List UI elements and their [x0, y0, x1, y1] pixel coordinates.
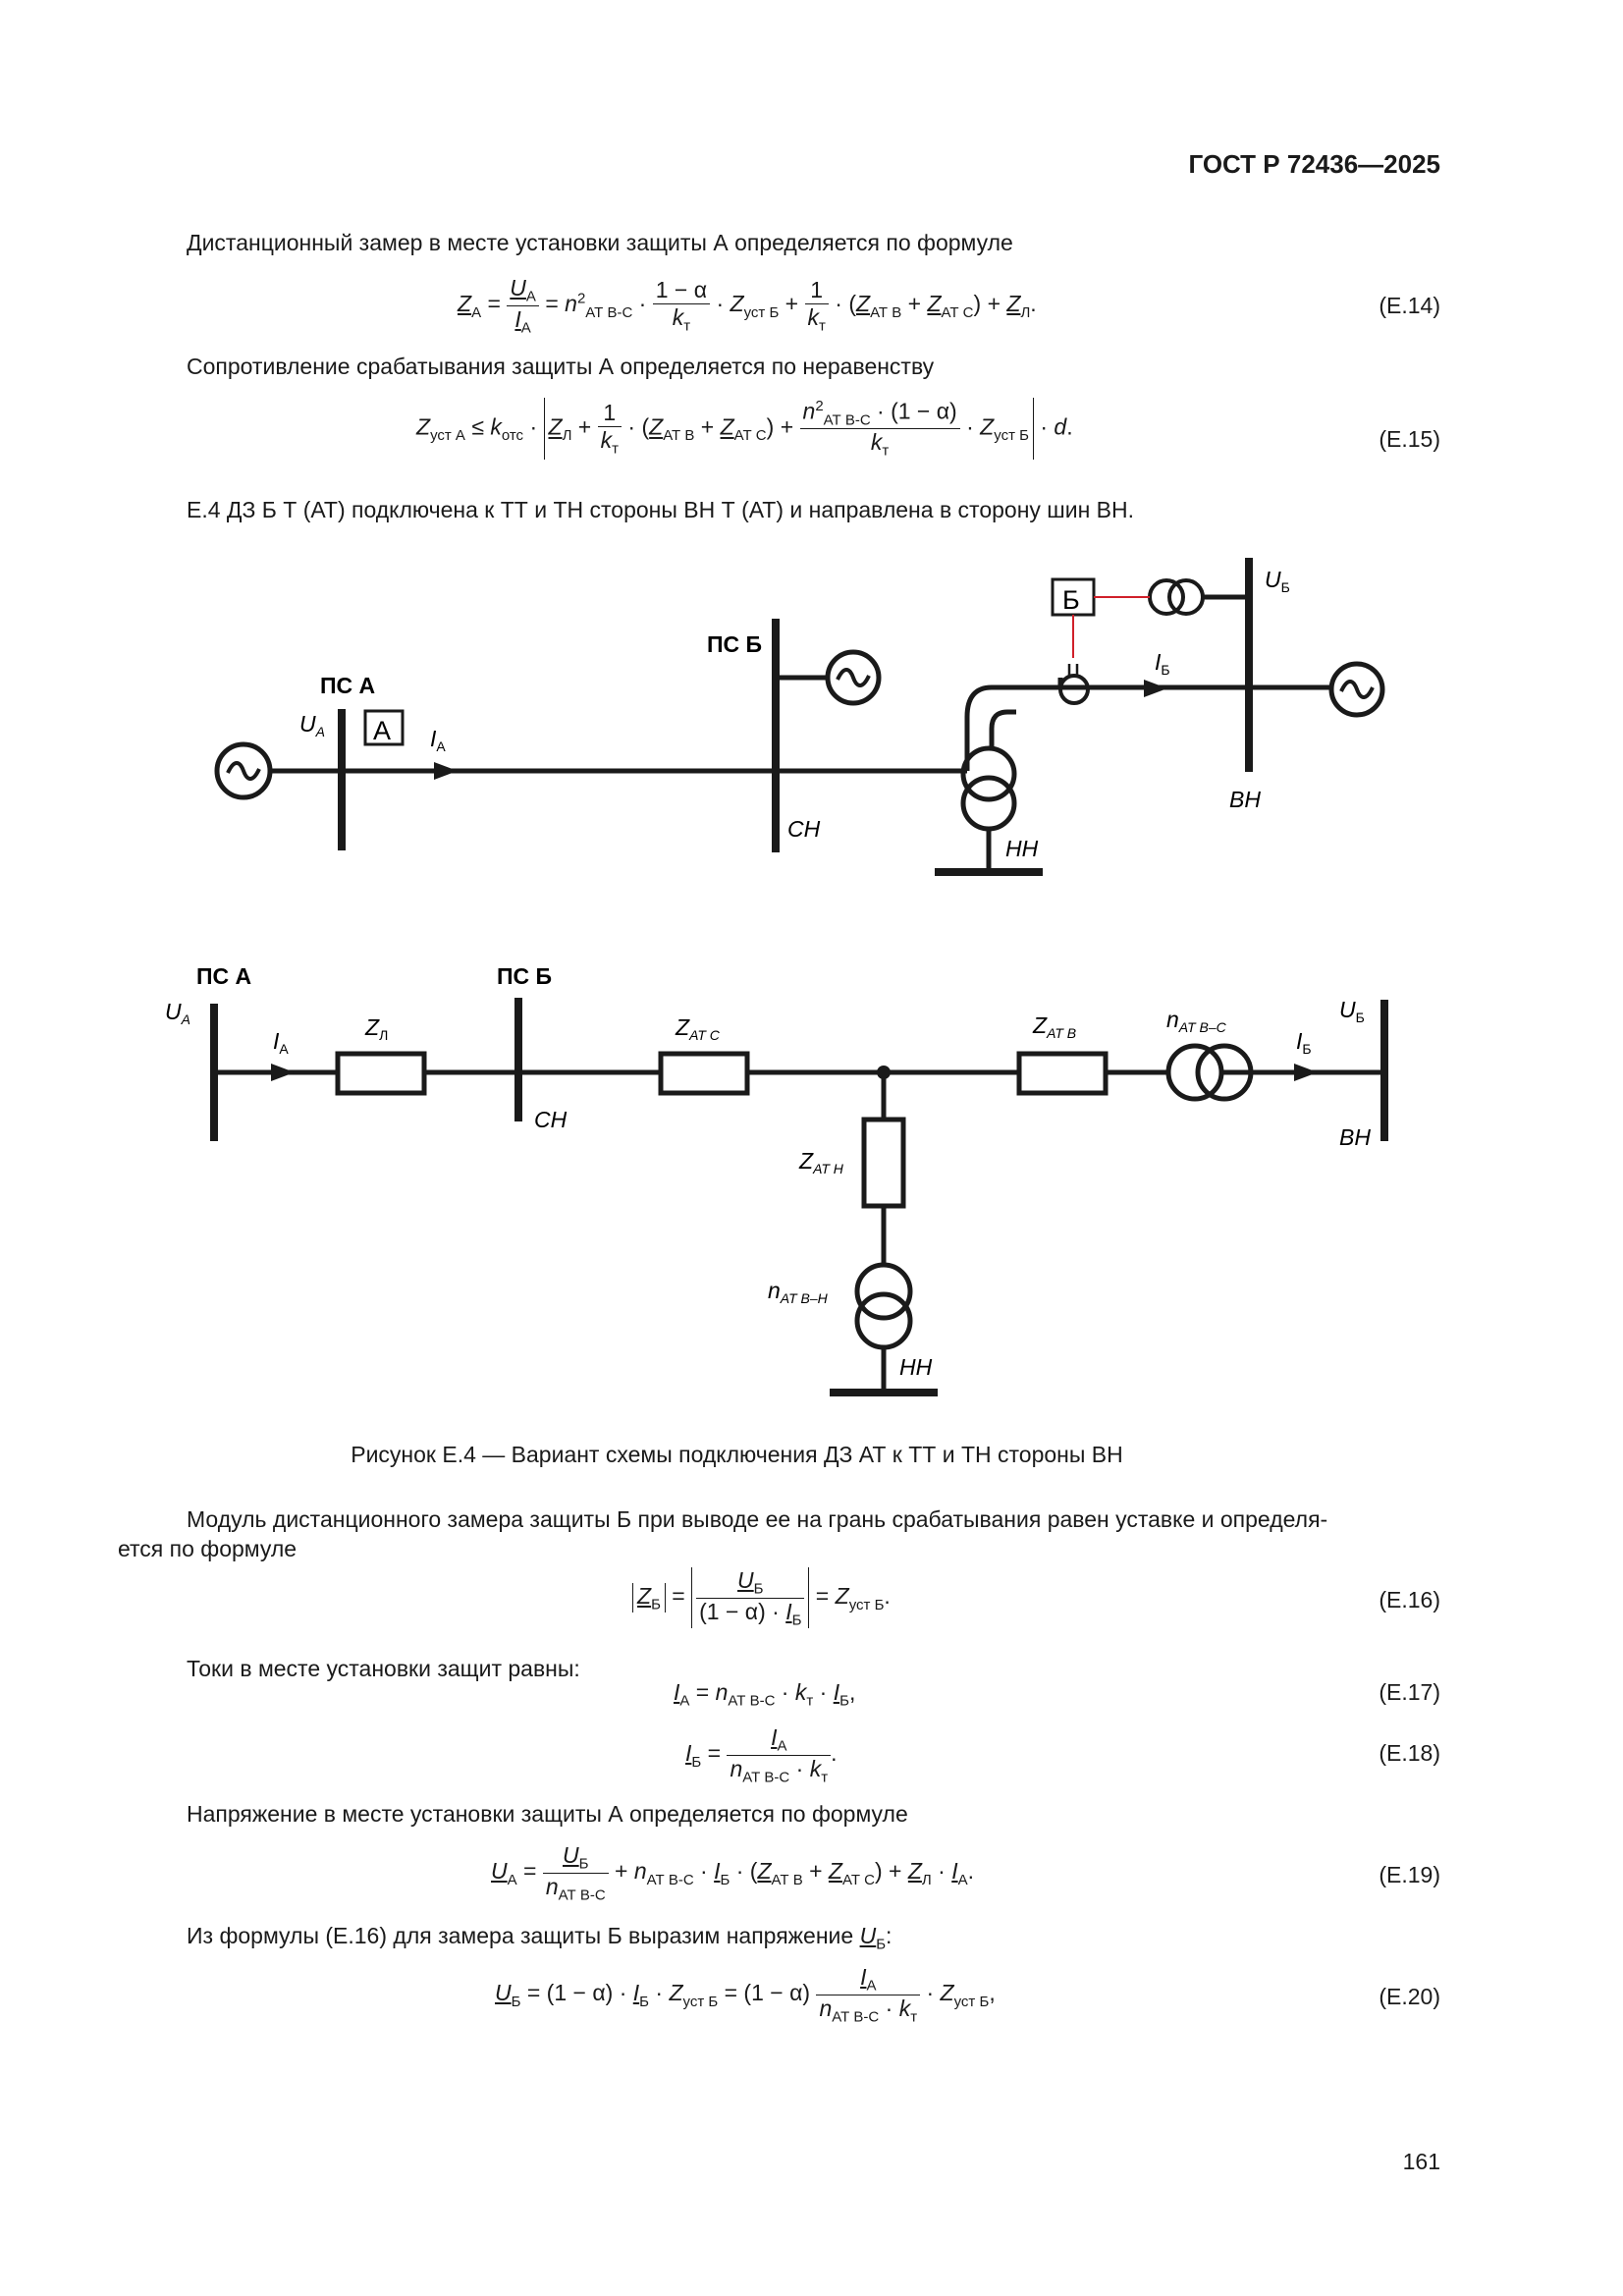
label-sn-top: СН — [787, 816, 821, 842]
equation-number-e16: (Е.16) — [1379, 1587, 1440, 1613]
label-ps-b-top: ПС Б — [707, 631, 762, 657]
schematic-top: ПС А ПС Б А Б UА IА IБ UБ СН НН ВН — [214, 558, 1385, 876]
label-z-atc: ZAT C — [675, 1014, 721, 1043]
impedance-z-atc — [658, 1051, 750, 1096]
paragraph-1: Дистанционный замер в месте установки за… — [187, 230, 1013, 255]
standard-header: ГОСТ Р 72436—2025 — [1188, 149, 1440, 179]
equation-number-e18: (Е.18) — [1379, 1740, 1440, 1766]
transformer-top-circle — [960, 745, 1017, 802]
label-u-b-top: UБ — [1265, 567, 1290, 595]
label-z-ath: ZAT H — [798, 1148, 844, 1176]
equation-e16: ZБ = UБ(1 − α) · IБ = Zуст Б. — [632, 1567, 891, 1629]
paragraph-5: Токи в месте установки защит равны: — [187, 1656, 580, 1681]
relay-a-box — [363, 709, 405, 746]
label-z-l: ZЛ — [364, 1014, 388, 1043]
label-i-b-top: IБ — [1155, 649, 1170, 678]
generator-c-icon — [1328, 661, 1385, 718]
paragraph-7: Из формулы (Е.16) для замера защиты Б вы… — [187, 1923, 893, 1953]
label-z-atb: ZAT B — [1032, 1012, 1076, 1041]
label-ps-a-bottom: ПС А — [196, 963, 251, 989]
equation-number-e14: (Е.14) — [1379, 293, 1440, 318]
label-vn-bottom: ВН — [1339, 1124, 1371, 1150]
label-nn-top: НН — [1005, 836, 1039, 861]
equation-number-e19: (Е.19) — [1379, 1862, 1440, 1887]
generator-b-icon — [825, 649, 882, 706]
equation-e17: IА = nАТ В-С · kт · IБ, — [674, 1679, 856, 1710]
equation-number-e17: (Е.17) — [1379, 1679, 1440, 1705]
schematic-bottom: ПС А ПС Б UА IА ZЛ ZAT C ZAT B nAT B–C U… — [165, 963, 1388, 1396]
label-i-a-bottom: IА — [273, 1028, 289, 1057]
paragraph-4-line-2: ется по формуле — [118, 1536, 298, 1561]
label-nn-bottom: НН — [899, 1354, 933, 1380]
label-vn-top: ВН — [1229, 787, 1261, 812]
impedance-z-atb — [1016, 1051, 1109, 1096]
label-n-atbc: nAT B–C — [1166, 1007, 1227, 1035]
paragraph-3: Е.4 ДЗ Б Т (АТ) подключена к ТТ и ТН сто… — [187, 497, 1135, 522]
paragraph-6: Напряжение в месте установки защиты А оп… — [187, 1801, 908, 1827]
page-number: 161 — [1402, 2149, 1440, 2174]
label-relay-b: Б — [1062, 585, 1080, 615]
junction-node — [877, 1066, 891, 1079]
label-u-a-top: UА — [299, 711, 325, 739]
label-sn-bottom: СН — [534, 1107, 568, 1132]
label-ps-a-top: ПС А — [320, 673, 375, 698]
label-u-b-bottom: UБ — [1339, 997, 1365, 1025]
paragraph-2: Сопротивление срабатывания защиты А опре… — [187, 354, 935, 379]
label-relay-a: А — [373, 716, 391, 745]
impedance-z-l — [335, 1051, 427, 1096]
label-ps-b-bottom: ПС Б — [497, 963, 552, 989]
current-transformer-icon — [1058, 674, 1090, 705]
label-n-atbh: nAT B–H — [768, 1278, 829, 1306]
impedance-z-ath — [861, 1117, 906, 1209]
label-i-b-bottom: IБ — [1296, 1028, 1312, 1057]
equation-number-e15: (Е.15) — [1379, 426, 1440, 452]
figure-caption: Рисунок Е.4 — Вариант схемы подключения … — [351, 1442, 1123, 1467]
label-i-a-top: IА — [430, 726, 446, 754]
transformer-bottom-circle — [960, 775, 1017, 832]
label-u-a-bottom: UА — [165, 999, 190, 1027]
paragraph-4-line-1: Модуль дистанционного замера защиты Б пр… — [187, 1506, 1328, 1532]
equation-number-e20: (Е.20) — [1379, 1984, 1440, 2009]
